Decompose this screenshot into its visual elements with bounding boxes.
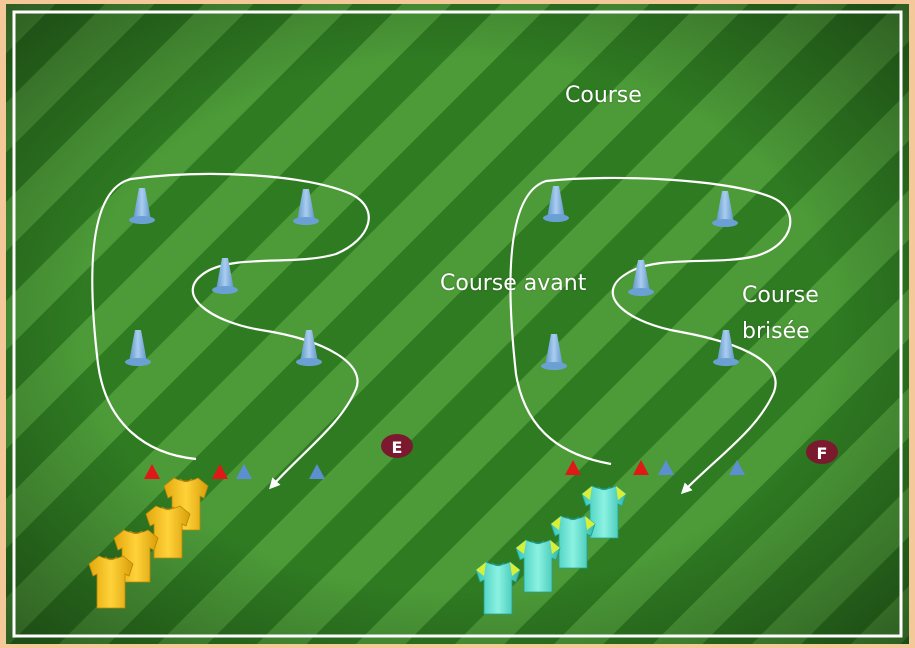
red-marker-icon <box>565 460 581 475</box>
running-path-right <box>509 176 792 495</box>
blue-marker-icon <box>658 460 674 475</box>
blue-marker-icon <box>729 460 745 475</box>
red-marker-icon <box>212 464 228 479</box>
label-course-avant: Course avant <box>440 271 587 296</box>
soccer-field: E F <box>6 4 909 644</box>
red-marker-icon <box>144 464 160 479</box>
label-course-brisee-line1: Course <box>742 283 819 308</box>
field-boundary <box>12 10 903 638</box>
badge-icon-f: F <box>806 440 838 464</box>
badge-letter-f: F <box>817 444 828 463</box>
running-path-left <box>91 172 370 490</box>
badge-icon-e: E <box>381 434 413 458</box>
drill-diagram-frame: E F Course Course avant Course <box>6 4 909 644</box>
label-course-brisee-line2: brisée <box>742 319 810 344</box>
blue-marker-icon <box>309 464 325 479</box>
red-marker-icon <box>633 460 649 475</box>
label-course: Course <box>565 83 642 108</box>
badge-letter-e: E <box>392 438 403 457</box>
blue-marker-icon <box>236 464 252 479</box>
